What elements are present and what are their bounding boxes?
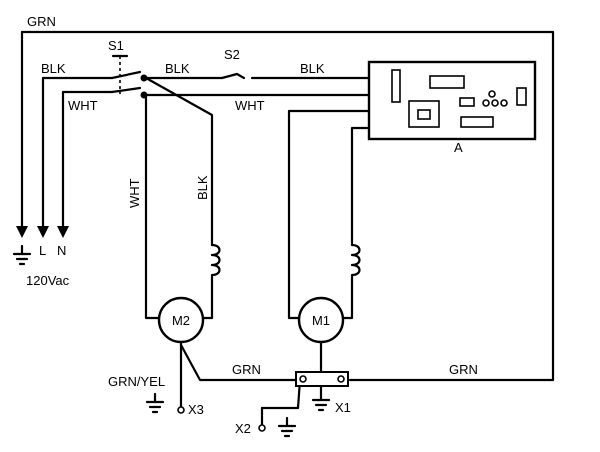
m2-coil — [196, 243, 221, 320]
s1-pivot-top — [140, 74, 148, 82]
x2-lead — [260, 378, 302, 426]
grn-bottom-mid-label: GRN — [232, 362, 261, 377]
ground-icon — [277, 416, 297, 438]
blk-mid-label: BLK — [165, 61, 190, 76]
board-label: A — [454, 140, 463, 155]
blk-vertical-label: BLK — [195, 175, 210, 200]
grn-bottom-right-label: GRN — [449, 362, 478, 377]
m2-label: M2 — [172, 313, 190, 328]
a-to-m1-coil — [350, 126, 379, 247]
wht-to-m2 — [144, 93, 165, 320]
board-connector — [460, 116, 494, 128]
supply-label: 120Vac — [26, 273, 70, 288]
ground-icon — [311, 398, 331, 412]
n-label: N — [57, 243, 66, 258]
ground-symbols — [12, 244, 331, 438]
m2-to-x1-grn — [179, 343, 302, 382]
ground-icon — [12, 244, 32, 266]
m1-coil — [336, 243, 361, 320]
motor-m1: M1 — [297, 296, 345, 344]
wht-left-label: WHT — [68, 98, 98, 113]
arrow-n — [57, 226, 69, 238]
blk-left-label: BLK — [41, 61, 66, 76]
x1-terminal-block — [295, 371, 349, 402]
blk-line-l — [41, 76, 114, 234]
x3-terminal — [177, 406, 185, 414]
board-fuse — [516, 87, 527, 106]
a-to-m1-left — [287, 109, 379, 320]
x2-label: X2 — [235, 421, 251, 436]
x1-label: X1 — [335, 400, 351, 415]
x3-label: X3 — [188, 402, 204, 417]
grn-wire-top — [20, 30, 555, 382]
arrow-l — [37, 226, 49, 238]
wht-vertical-label: WHT — [127, 178, 142, 208]
s1-label: S1 — [108, 38, 124, 53]
l-label: L — [39, 243, 46, 258]
wires — [16, 30, 555, 426]
s2-label: S2 — [224, 47, 240, 62]
blk-right-label: BLK — [300, 61, 325, 76]
x2-terminal — [258, 424, 266, 432]
m1-label: M1 — [312, 313, 330, 328]
wht-right-label: WHT — [235, 98, 265, 113]
s1-pivot-bottom — [140, 91, 148, 99]
motor-m2: M2 — [157, 296, 205, 344]
board-component — [459, 97, 475, 107]
labels: GRN S1 S2 BLK BLK BLK WHT WHT WHT BLK L … — [26, 14, 478, 436]
control-board — [367, 60, 537, 141]
s1-blade-bottom — [110, 86, 142, 94]
arrow-gnd — [16, 226, 28, 238]
grn-yel-label: GRN/YEL — [108, 374, 165, 389]
blk-to-m2-coil — [144, 76, 214, 247]
board-chip — [429, 75, 465, 89]
board-relay — [391, 69, 401, 103]
wht-line-n — [61, 90, 114, 234]
s2-blade — [220, 72, 246, 80]
ground-icon — [145, 392, 165, 414]
grn-top-label: GRN — [27, 14, 56, 29]
s1-blade-top — [110, 70, 142, 80]
